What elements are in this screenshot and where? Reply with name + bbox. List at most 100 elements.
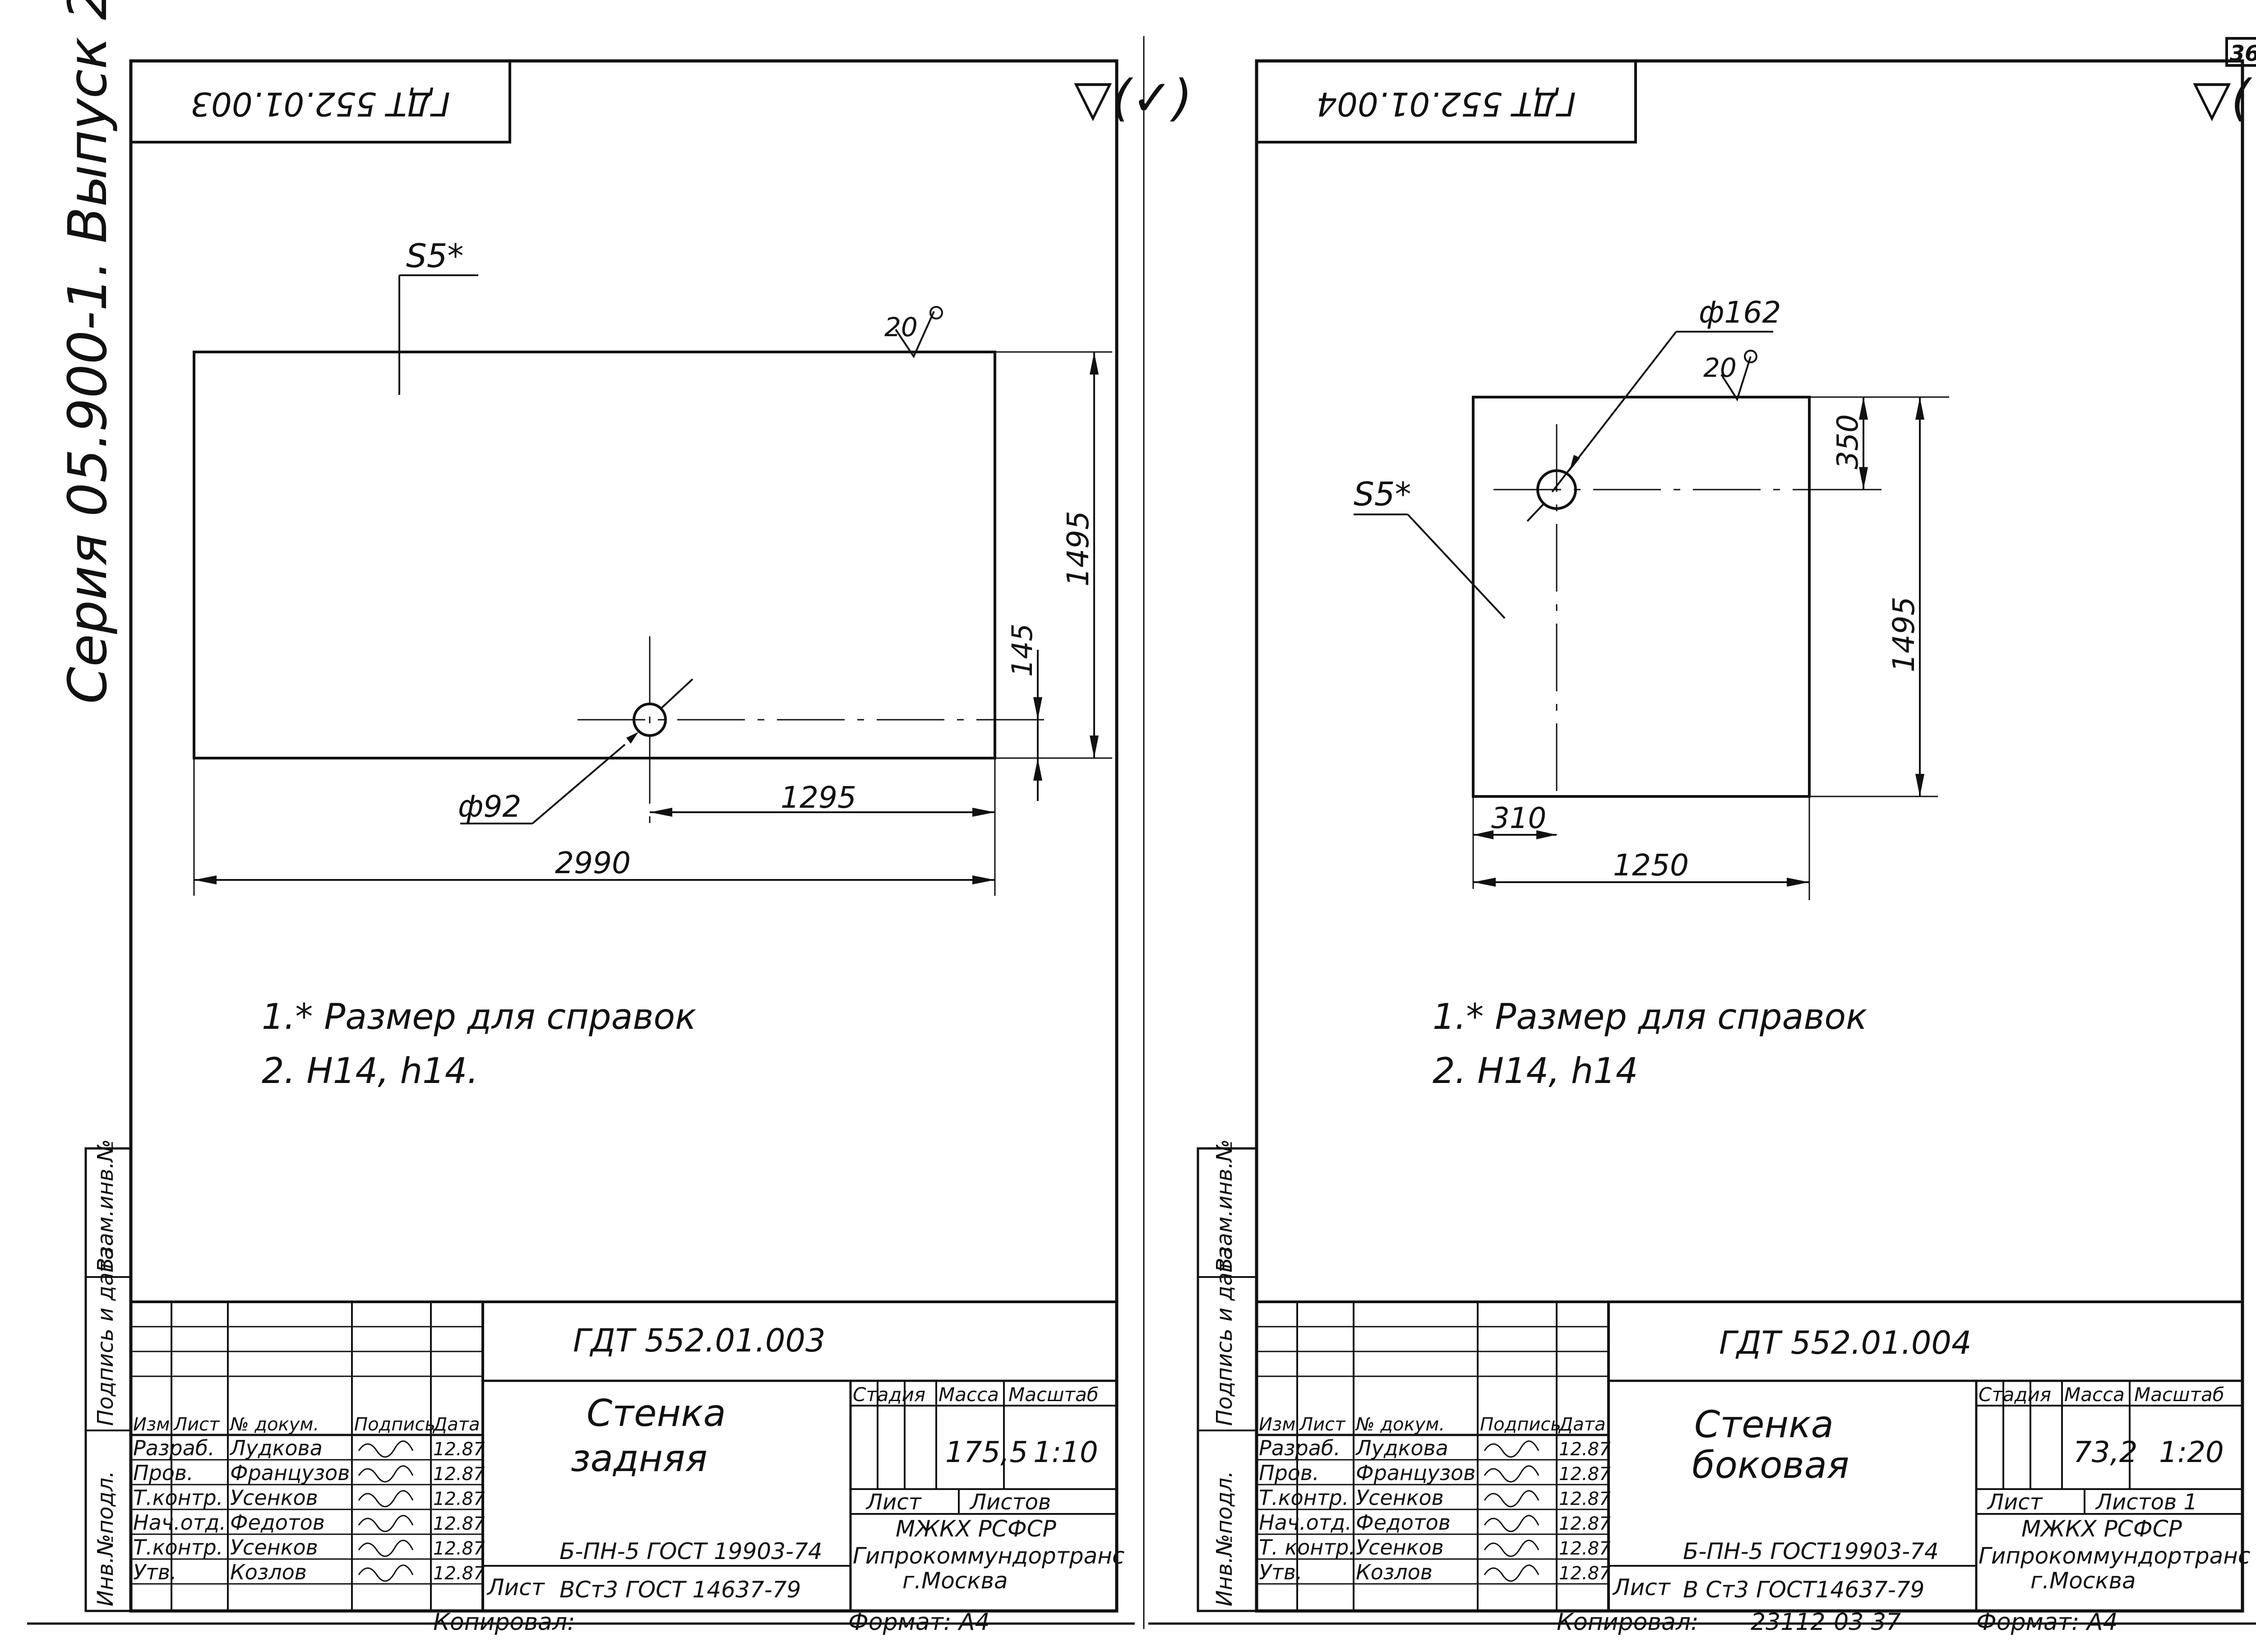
left-row-1-date: 12.87 (433, 1439, 485, 1460)
left-row-1-role: Разраб. (133, 1436, 215, 1460)
left-dim-1295-label: 1295 (781, 780, 856, 815)
left-side-strip (84, 1147, 132, 1612)
left-note-1: 1.* Размер для справок (262, 997, 696, 1037)
left-hdr-list: Лист (173, 1414, 220, 1435)
page-number-box (2225, 37, 2256, 67)
left-row-5-date: 12.87 (433, 1538, 485, 1559)
left-tb-list-cell: Лист (865, 1490, 922, 1515)
right-roughness-circle (1744, 350, 1757, 363)
right-dim-310-label: 310 (1491, 802, 1546, 835)
left-title-block: Изм Лист № докум. Подпись Дата Разраб. Л… (131, 1300, 1124, 1636)
right-tb-sheets-cell: Листов 1 (2095, 1490, 2197, 1515)
right-signature-2 (1484, 1465, 1539, 1483)
left-hdr-scale: Масштаб (1008, 1384, 1099, 1406)
right-row-3-role: Т.контр. (1259, 1485, 1349, 1510)
left-side-vzam: Взам.инв.№ (93, 1139, 118, 1273)
left-stamp-doc: ГДТ 552.01.003 (190, 85, 450, 123)
left-roughness-circle (929, 306, 943, 319)
left-row-6-name: Козлов (230, 1560, 307, 1584)
right-s5-leader (1407, 514, 1506, 619)
right-signature-6 (1484, 1564, 1539, 1582)
left-row-3-name: Усенков (230, 1485, 318, 1510)
right-row-2-date: 12.87 (1559, 1464, 1611, 1485)
left-row-6-date: 12.87 (433, 1563, 485, 1584)
right-dia-leader-2 (1526, 504, 1544, 522)
right-row-1-date: 12.87 (1559, 1439, 1611, 1460)
right-row-4-role: Нач.отд. (1259, 1510, 1352, 1535)
left-hdr-date: Дата (432, 1414, 480, 1435)
left-side-podpis: Подпись и дата (93, 1246, 118, 1426)
right-tb-material-bottom: В Ст3 ГОСТ14637-79 (1683, 1577, 1924, 1603)
left-roughness-symbol: ▽(✓) (1074, 69, 1193, 127)
left-hdr-izm: Изм (133, 1414, 170, 1435)
right-signature-4 (1484, 1515, 1539, 1532)
right-row-6-date: 12.87 (1559, 1563, 1611, 1584)
left-signature-2 (358, 1465, 414, 1483)
right-title-block: Изм Лист № докум. Подпись Дата Разраб. Л… (1257, 1300, 2250, 1636)
right-roughness-tick (1720, 356, 1752, 402)
right-row-4-date: 12.87 (1559, 1513, 1611, 1534)
left-dim-145-label: 145 (1006, 624, 1039, 677)
right-hdr-date: Дата (1558, 1414, 1606, 1435)
right-tb-extra: 23112-03 37 (1751, 1609, 1901, 1636)
right-row-6-role: Утв. (1259, 1560, 1303, 1584)
left-roughness-tick (895, 311, 935, 359)
left-tb-format: Формат: А4 (848, 1609, 990, 1636)
right-side-strip (1197, 1147, 1258, 1612)
right-hdr-stage: Стадия (1979, 1384, 2051, 1406)
left-dia-arrow-1 (626, 732, 638, 744)
left-tb-part-name-2: задняя (571, 1437, 707, 1480)
right-side-vzam: Взам.инв.№ (1212, 1139, 1237, 1273)
right-tb-format: Формат: А4 (1976, 1609, 2118, 1636)
left-plate-outline (193, 351, 996, 759)
right-dim-350-arrow-t (1859, 397, 1868, 420)
left-dim-1495-arrow-t (1090, 352, 1099, 375)
right-tb-doc-number: ГДТ 552.01.004 (1719, 1324, 1972, 1361)
left-sheet: ГДТ 552.01.003 ▽(✓) S5* 20 ф92 1295 (27, 59, 1193, 1636)
right-roughness-20: 20 (1703, 352, 1737, 383)
left-tb-org-3: г.Москва (902, 1568, 1008, 1594)
right-dim-1250-arrow-r (1787, 878, 1809, 887)
right-tb-list-cell: Лист (1987, 1490, 2043, 1515)
left-frame (129, 59, 1119, 1613)
right-row-4-name: Федотов (1356, 1510, 1451, 1535)
right-row-2-name: Французов (1356, 1461, 1475, 1485)
right-row-5-date: 12.87 (1559, 1538, 1611, 1559)
left-side-inv: Инв.№подл. (93, 1471, 118, 1606)
left-row-2-date: 12.87 (433, 1464, 485, 1485)
right-tb-copied: Копировал: (1557, 1609, 1699, 1636)
left-row-1-name: Лудкова (229, 1436, 323, 1460)
right-dim-1495-arrow-b (1915, 774, 1924, 796)
right-note-2: 2. Н14, h14 (1433, 1051, 1638, 1092)
left-tb-material-top: Б-ПН-5 ГОСТ 19903-74 (559, 1538, 823, 1564)
right-tb-mass: 73,2 (2073, 1436, 2138, 1469)
right-dim-1250-arrow-l (1473, 878, 1496, 887)
left-stamp-box (129, 60, 511, 143)
right-tb-org-2: Гипрокоммундортранс (1979, 1543, 2250, 1569)
left-signature-6 (358, 1564, 414, 1582)
right-row-1-name: Лудкова (1355, 1436, 1448, 1460)
left-signature-3 (358, 1490, 414, 1508)
left-s5-label: S5* (406, 237, 464, 275)
right-hdr-sign: Подпись (1480, 1414, 1561, 1435)
left-row-2-name: Французов (230, 1461, 350, 1485)
left-dim-1295-arrow-r (972, 808, 995, 817)
right-frame (1255, 59, 2244, 1613)
right-dim-310-arrow-r (1536, 830, 1557, 839)
left-row-3-role: Т.контр. (133, 1485, 223, 1510)
right-tb-org-3: г.Москва (2030, 1568, 2136, 1594)
right-row-6-name: Козлов (1356, 1560, 1433, 1584)
left-hdr-doc: № докум. (229, 1414, 319, 1435)
left-tb-org-1: МЖКХ РСФСР (896, 1516, 1057, 1542)
left-dim-145-arrow-b (1033, 758, 1042, 781)
right-hdr-scale: Масштаб (2134, 1384, 2224, 1406)
right-stamp-box (1255, 60, 1637, 143)
left-roughness-20: 20 (884, 312, 918, 342)
left-row-2-role: Пров. (133, 1461, 194, 1485)
right-side-inv: Инв.№подл. (1212, 1471, 1237, 1606)
left-tb-material-bottom: ВСт3 ГОСТ 14637-79 (559, 1577, 801, 1603)
right-tb-list-label: Лист (1612, 1574, 1671, 1601)
left-dia-leader-2 (660, 678, 693, 709)
left-tb-mass: 175,5 (945, 1436, 1028, 1469)
